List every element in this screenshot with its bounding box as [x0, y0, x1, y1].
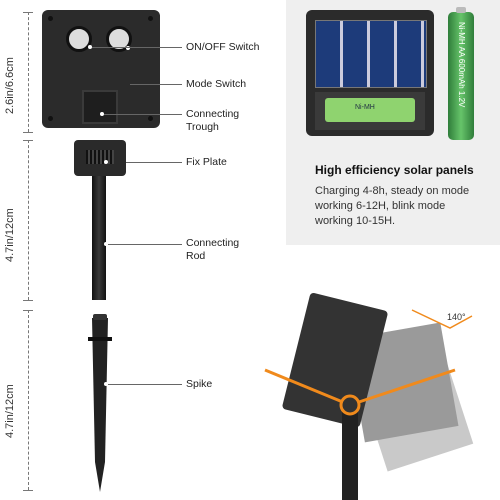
connecting-trough: [82, 90, 118, 124]
callout-dot: [126, 46, 130, 50]
callout-dot: [104, 382, 108, 386]
angle-stake: [342, 400, 358, 500]
pivot-joint: [339, 394, 361, 416]
angle-label: 140°: [447, 312, 466, 322]
angle-line-right: [349, 368, 456, 407]
callout-line: [92, 47, 182, 48]
dimension-label-middle: 4.7in/12cm: [4, 208, 16, 262]
screw-hole: [48, 16, 53, 21]
callout-fix-plate: Fix Plate: [186, 156, 227, 168]
dimension-tick: [23, 300, 33, 301]
spike-cap: [93, 314, 107, 320]
callout-on-off-switch: ON/OFF Switch: [186, 41, 260, 53]
callout-dot: [88, 45, 92, 49]
battery-terminal: [456, 7, 466, 13]
dimension-line-middle: [28, 140, 29, 300]
dimension-label-bottom: 4.7in/12cm: [4, 384, 16, 438]
solar-panel: Ni-MH: [306, 10, 434, 136]
callout-connecting-rod-1: Connecting: [186, 237, 240, 249]
dimension-tick: [23, 310, 33, 311]
angle-line-left: [264, 368, 351, 407]
screw-hole: [48, 116, 53, 121]
callout-spike: Spike: [186, 378, 213, 390]
solar-cells: [315, 20, 427, 88]
screw-hole: [148, 116, 153, 121]
dimension-tick: [23, 140, 33, 141]
battery: Ni-MH AA 600mAh 1.2V: [448, 7, 474, 140]
callout-line: [104, 114, 182, 115]
dimension-label-top: 2.6in/6.6cm: [4, 57, 16, 114]
callout-connecting-trough-2: Trough: [186, 121, 219, 133]
screw-hole: [148, 16, 153, 21]
angle-indicator: [411, 309, 473, 329]
fix-plate: [74, 140, 126, 176]
spike: [88, 314, 112, 492]
panel-heading: High efficiency solar panels: [315, 163, 474, 177]
callout-dot: [100, 112, 104, 116]
callout-mode-switch: Mode Switch: [186, 78, 247, 90]
battery-in-compartment: Ni-MH: [325, 98, 415, 122]
battery-label: Ni-MH AA 600mAh 1.2V: [457, 22, 466, 108]
callout-line: [108, 384, 182, 385]
dimension-tick: [23, 12, 33, 13]
dimension-tick: [23, 490, 33, 491]
dimension-line-bottom: [28, 310, 29, 490]
callout-dot: [104, 160, 108, 164]
battery-compartment: Ni-MH: [315, 92, 425, 130]
battery-compartment-label: Ni-MH: [355, 104, 375, 111]
callout-line: [108, 162, 182, 163]
spike-band: [88, 337, 112, 341]
on-off-switch[interactable]: [66, 26, 92, 52]
callout-connecting-trough-1: Connecting: [186, 108, 240, 120]
dimension-tick: [23, 132, 33, 133]
connecting-rod: [92, 176, 106, 300]
callout-line: [108, 244, 182, 245]
fix-plate-ridges: [86, 150, 114, 164]
callout-connecting-rod-2: Rod: [186, 250, 206, 262]
control-box: [42, 10, 160, 128]
callout-line: [130, 84, 182, 85]
rotated-panel-front: [282, 292, 388, 428]
callout-dot: [104, 242, 108, 246]
angle-illustration: [264, 292, 474, 500]
dimension-line-top: [28, 12, 29, 132]
spike-body: [92, 318, 108, 492]
panel-description: Charging 4-8h, steady on mode working 6-…: [315, 185, 470, 227]
